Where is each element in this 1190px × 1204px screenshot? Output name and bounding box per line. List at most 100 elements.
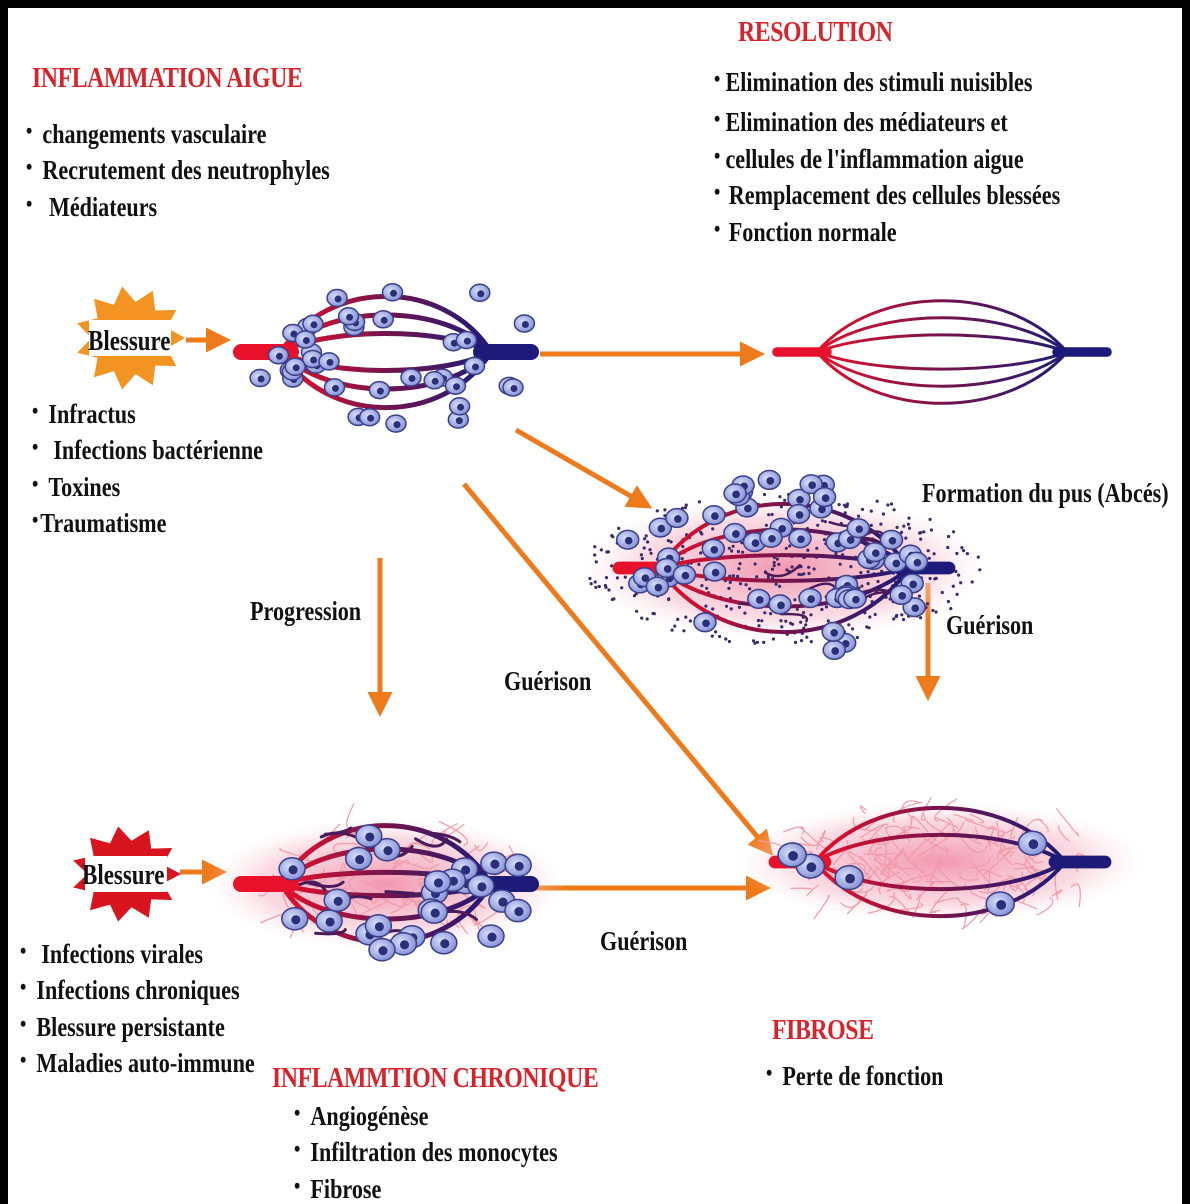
pus-speck	[681, 545, 684, 548]
cell-nucleus	[377, 388, 384, 395]
cell-nucleus	[310, 357, 317, 364]
pus-speck	[809, 613, 812, 616]
pus-speck	[838, 503, 841, 506]
flow-arrow	[516, 430, 648, 506]
resolution-title: RESOLUTION	[738, 16, 892, 49]
pus-speck	[815, 547, 818, 550]
pus-speck	[957, 574, 960, 577]
pus-speck	[646, 617, 649, 620]
pus-speck	[919, 616, 922, 619]
pus-speck	[763, 493, 766, 496]
resolution-item: Elimination des stimuli nuisibles	[714, 64, 1060, 100]
chronic-feature: Angiogénèse	[294, 1098, 558, 1134]
chronic-title: INFLAMMTION CHRONIQUE	[272, 1062, 598, 1095]
pus-speck	[727, 587, 730, 590]
cell-nucleus	[732, 530, 740, 538]
pus-speck	[775, 583, 778, 586]
pus-speck	[633, 594, 636, 597]
cell-nucleus	[457, 404, 464, 411]
pus-speck	[902, 618, 905, 621]
pus-speck	[955, 552, 958, 555]
pus-speck	[689, 619, 692, 622]
cell-nucleus	[289, 865, 298, 874]
pus-speck	[902, 525, 905, 528]
cell-nucleus	[332, 385, 339, 392]
acute-feature: Recrutement des neutrophyles	[26, 152, 330, 188]
cell-nucleus	[365, 832, 374, 841]
pus-speck	[607, 588, 610, 591]
cell-nucleus	[327, 359, 334, 366]
pus-speck	[728, 547, 731, 550]
cell-nucleus	[514, 907, 523, 916]
pus-speck	[800, 639, 803, 642]
pus-speck	[820, 608, 823, 611]
fibrosis-item: Perte de fonction	[766, 1058, 943, 1094]
cell-nucleus	[807, 862, 817, 872]
pus-speck	[711, 607, 714, 610]
pus-speck	[684, 616, 687, 619]
pus-speck	[859, 571, 862, 574]
pus-speck	[600, 548, 603, 551]
cell-nucleus	[383, 846, 392, 855]
pus-speck	[893, 508, 896, 511]
cell-nucleus	[1029, 839, 1039, 849]
cell-nucleus	[381, 317, 388, 324]
cell-nucleus	[472, 364, 479, 371]
resolved-vessels	[777, 301, 1107, 404]
cell-nucleus	[335, 296, 342, 303]
pus-speck	[724, 637, 727, 640]
pus-speck	[927, 549, 930, 552]
pus-speck	[900, 613, 903, 616]
cell-nucleus	[490, 860, 499, 869]
cell-nucleus	[768, 535, 776, 543]
pus-speck	[699, 531, 702, 534]
pus-speck	[730, 607, 733, 610]
pus-speck	[778, 585, 781, 588]
pus-speck	[700, 584, 703, 587]
pus-speck	[729, 581, 732, 584]
diagram-frame: INFLAMMATION AIGUE changements vasculair…	[8, 8, 1182, 1204]
pus-speck	[860, 585, 863, 588]
pus-speck	[956, 593, 959, 596]
chronic-cause: Infections chroniques	[20, 972, 255, 1008]
pus-speck	[762, 641, 765, 644]
chronic-causes-list: Infections virales Infections chroniques…	[20, 936, 306, 1082]
cell-nucleus	[830, 629, 838, 637]
pus-speck	[971, 580, 974, 583]
pus-speck	[757, 624, 760, 627]
pus-speck	[611, 598, 614, 601]
cell-nucleus	[378, 946, 387, 955]
acute-causes-list: Infractus Infections bactérienne Toxines…	[32, 396, 314, 542]
pus-speck	[867, 570, 870, 573]
pus-speck	[705, 587, 708, 590]
pus-speck	[767, 513, 770, 516]
cell-nucleus	[797, 535, 805, 543]
pus-speck	[671, 629, 674, 632]
cell-nucleus	[898, 592, 906, 600]
acute-cause: Infractus	[32, 396, 263, 432]
pus-speck	[930, 528, 933, 531]
cell-nucleus	[796, 511, 804, 519]
pus-speck	[907, 517, 910, 520]
pus-speck	[676, 618, 679, 621]
cell-nucleus	[303, 337, 310, 344]
pus-speck	[653, 612, 656, 615]
pus-speck	[771, 568, 774, 571]
cell-nucleus	[674, 515, 682, 523]
pus-speck	[804, 623, 807, 626]
pus-speck	[737, 567, 740, 570]
abscess-label: Formation du pus (Abcés)	[922, 478, 1169, 509]
pus-speck	[849, 565, 852, 568]
cell-nucleus	[456, 417, 463, 424]
pus-speck	[929, 577, 932, 580]
pus-speck	[791, 623, 794, 626]
pus-speck	[844, 505, 847, 508]
pus-speck	[876, 500, 879, 503]
chronic-feature: Infiltration des monocytes	[294, 1134, 558, 1170]
pus-speck	[799, 621, 802, 624]
pus-speck	[784, 620, 787, 623]
pus-speck	[588, 577, 591, 580]
resolution-item: Remplacement des cellules blessées	[714, 177, 1060, 213]
cell-nucleus	[872, 549, 880, 557]
cell-nucleus	[464, 338, 471, 345]
